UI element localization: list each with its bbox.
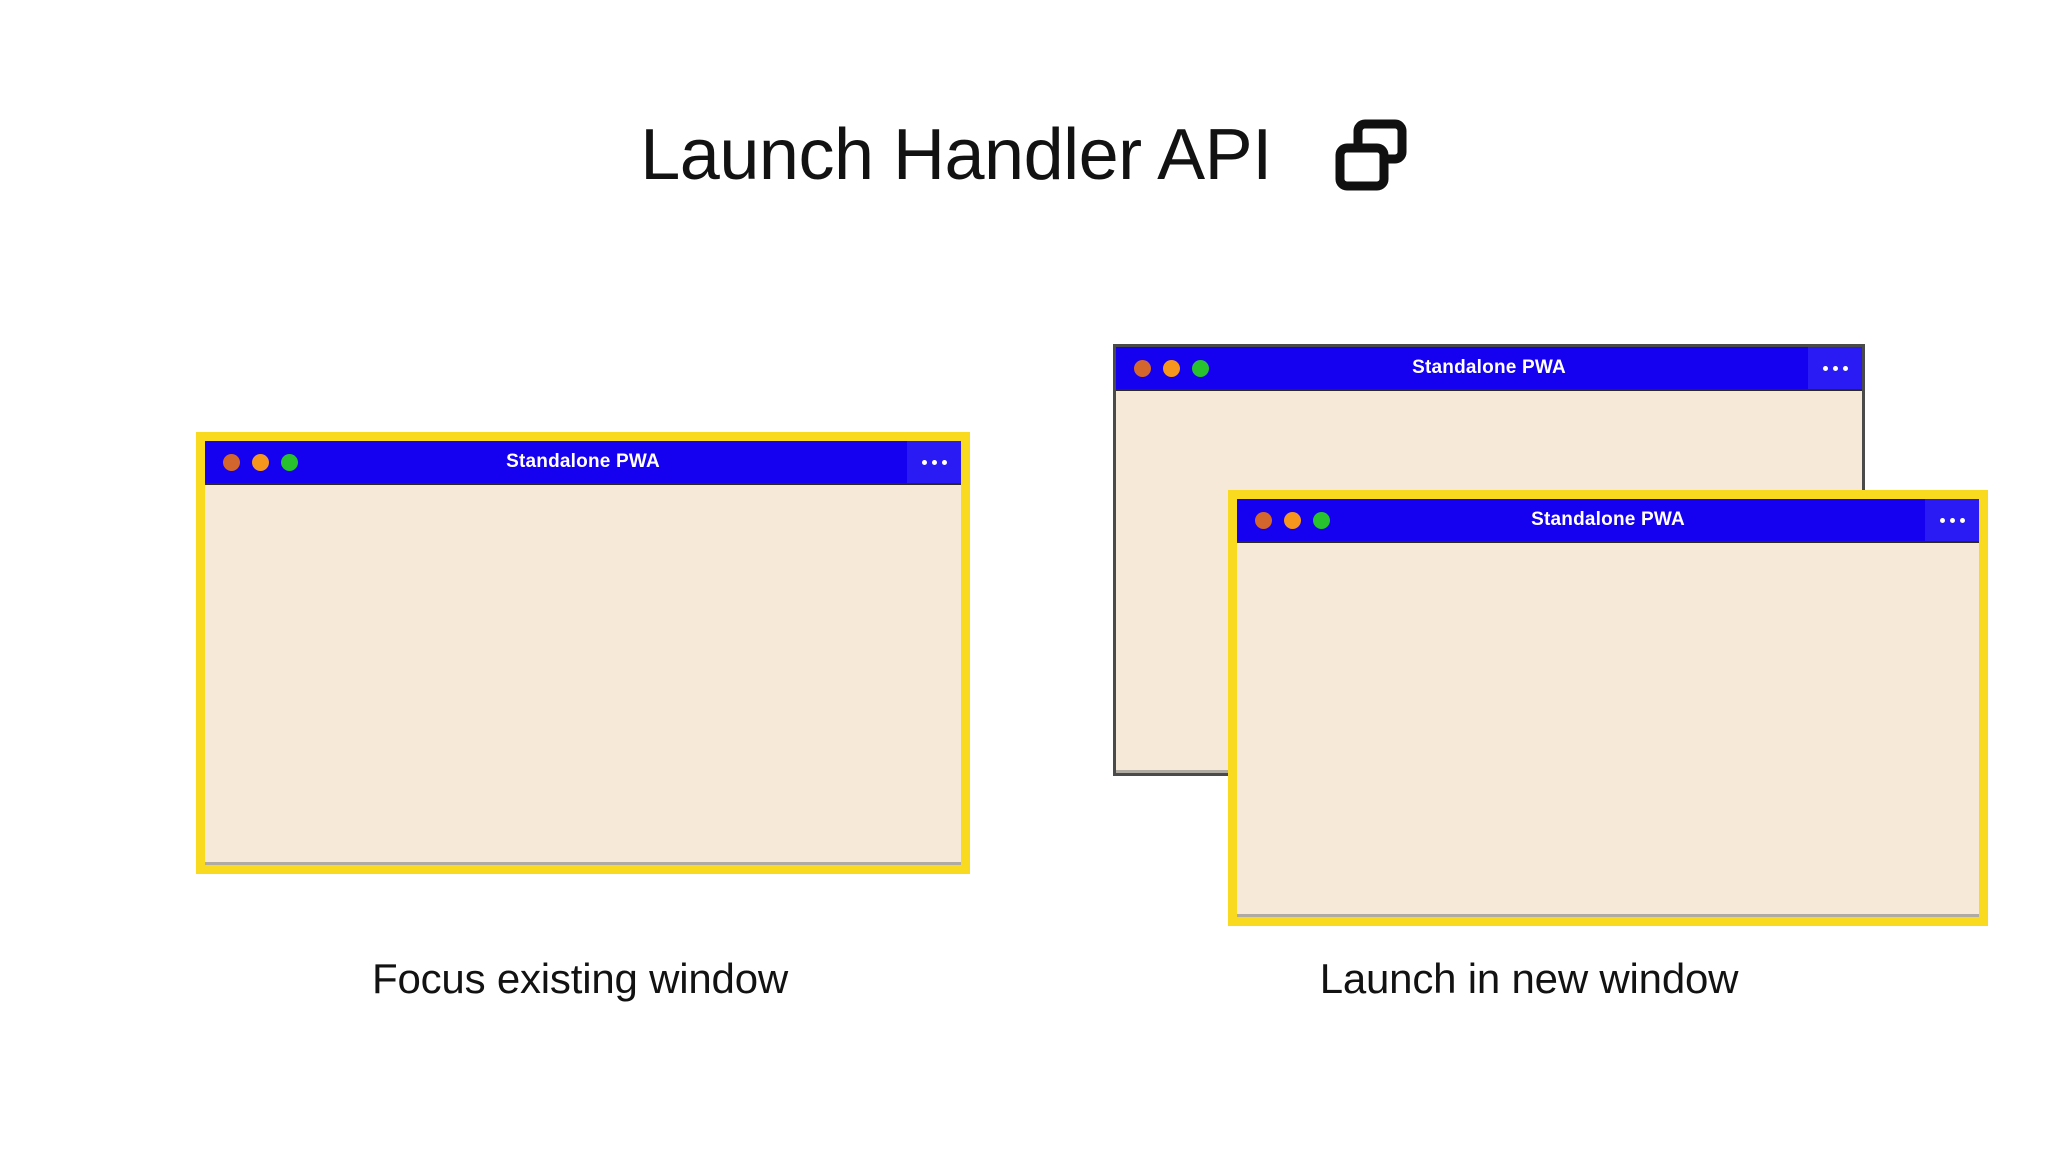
window-title: Standalone PWA	[506, 451, 660, 472]
traffic-light-controls[interactable]	[205, 453, 298, 471]
traffic-light-controls[interactable]	[1116, 359, 1209, 377]
window-inner: Standalone PWA	[205, 441, 961, 865]
maximize-button-icon[interactable]	[1313, 511, 1330, 529]
menu-dot	[1959, 517, 1965, 523]
menu-dot	[1822, 365, 1828, 371]
caption-focus-existing-window: Focus existing window	[372, 955, 788, 1002]
menu-dot	[921, 459, 927, 465]
overflow-menu-icon[interactable]	[1808, 347, 1862, 389]
minimize-button-icon[interactable]	[1163, 359, 1180, 377]
menu-dot	[1842, 365, 1848, 371]
window-titlebar[interactable]: Standalone PWA	[205, 441, 961, 485]
multi-window-icon	[1335, 119, 1407, 191]
page-title: Launch Handler API	[640, 115, 1272, 195]
maximize-button-icon[interactable]	[281, 453, 298, 471]
menu-dot	[1832, 365, 1838, 371]
header: Launch Handler API	[0, 118, 2048, 192]
menu-dot	[1939, 517, 1945, 523]
minimize-button-icon[interactable]	[1284, 511, 1301, 529]
maximize-button-icon[interactable]	[1192, 359, 1209, 377]
caption-launch-in-new-window: Launch in new window	[1319, 955, 1739, 1002]
window-titlebar[interactable]: Standalone PWA	[1116, 347, 1862, 391]
close-button-icon[interactable]	[1134, 359, 1151, 377]
menu-dot	[1949, 517, 1955, 523]
window-titlebar[interactable]: Standalone PWA	[1237, 499, 1979, 543]
overflow-menu-icon[interactable]	[907, 441, 961, 483]
close-button-icon[interactable]	[1255, 511, 1272, 529]
window-title: Standalone PWA	[1531, 509, 1685, 530]
window-content-area	[205, 485, 961, 865]
overflow-menu-icon[interactable]	[1925, 499, 1979, 541]
window-title: Standalone PWA	[1412, 357, 1566, 378]
close-button-icon[interactable]	[223, 453, 240, 471]
menu-dot	[931, 459, 937, 465]
traffic-light-controls[interactable]	[1237, 511, 1330, 529]
menu-dot	[941, 459, 947, 465]
pwa-window-focus-existing[interactable]: Standalone PWA	[196, 432, 970, 874]
pwa-window-new[interactable]: Standalone PWA	[1228, 490, 1988, 926]
window-inner: Standalone PWA	[1237, 499, 1979, 917]
window-content-area	[1237, 543, 1979, 917]
minimize-button-icon[interactable]	[252, 453, 269, 471]
